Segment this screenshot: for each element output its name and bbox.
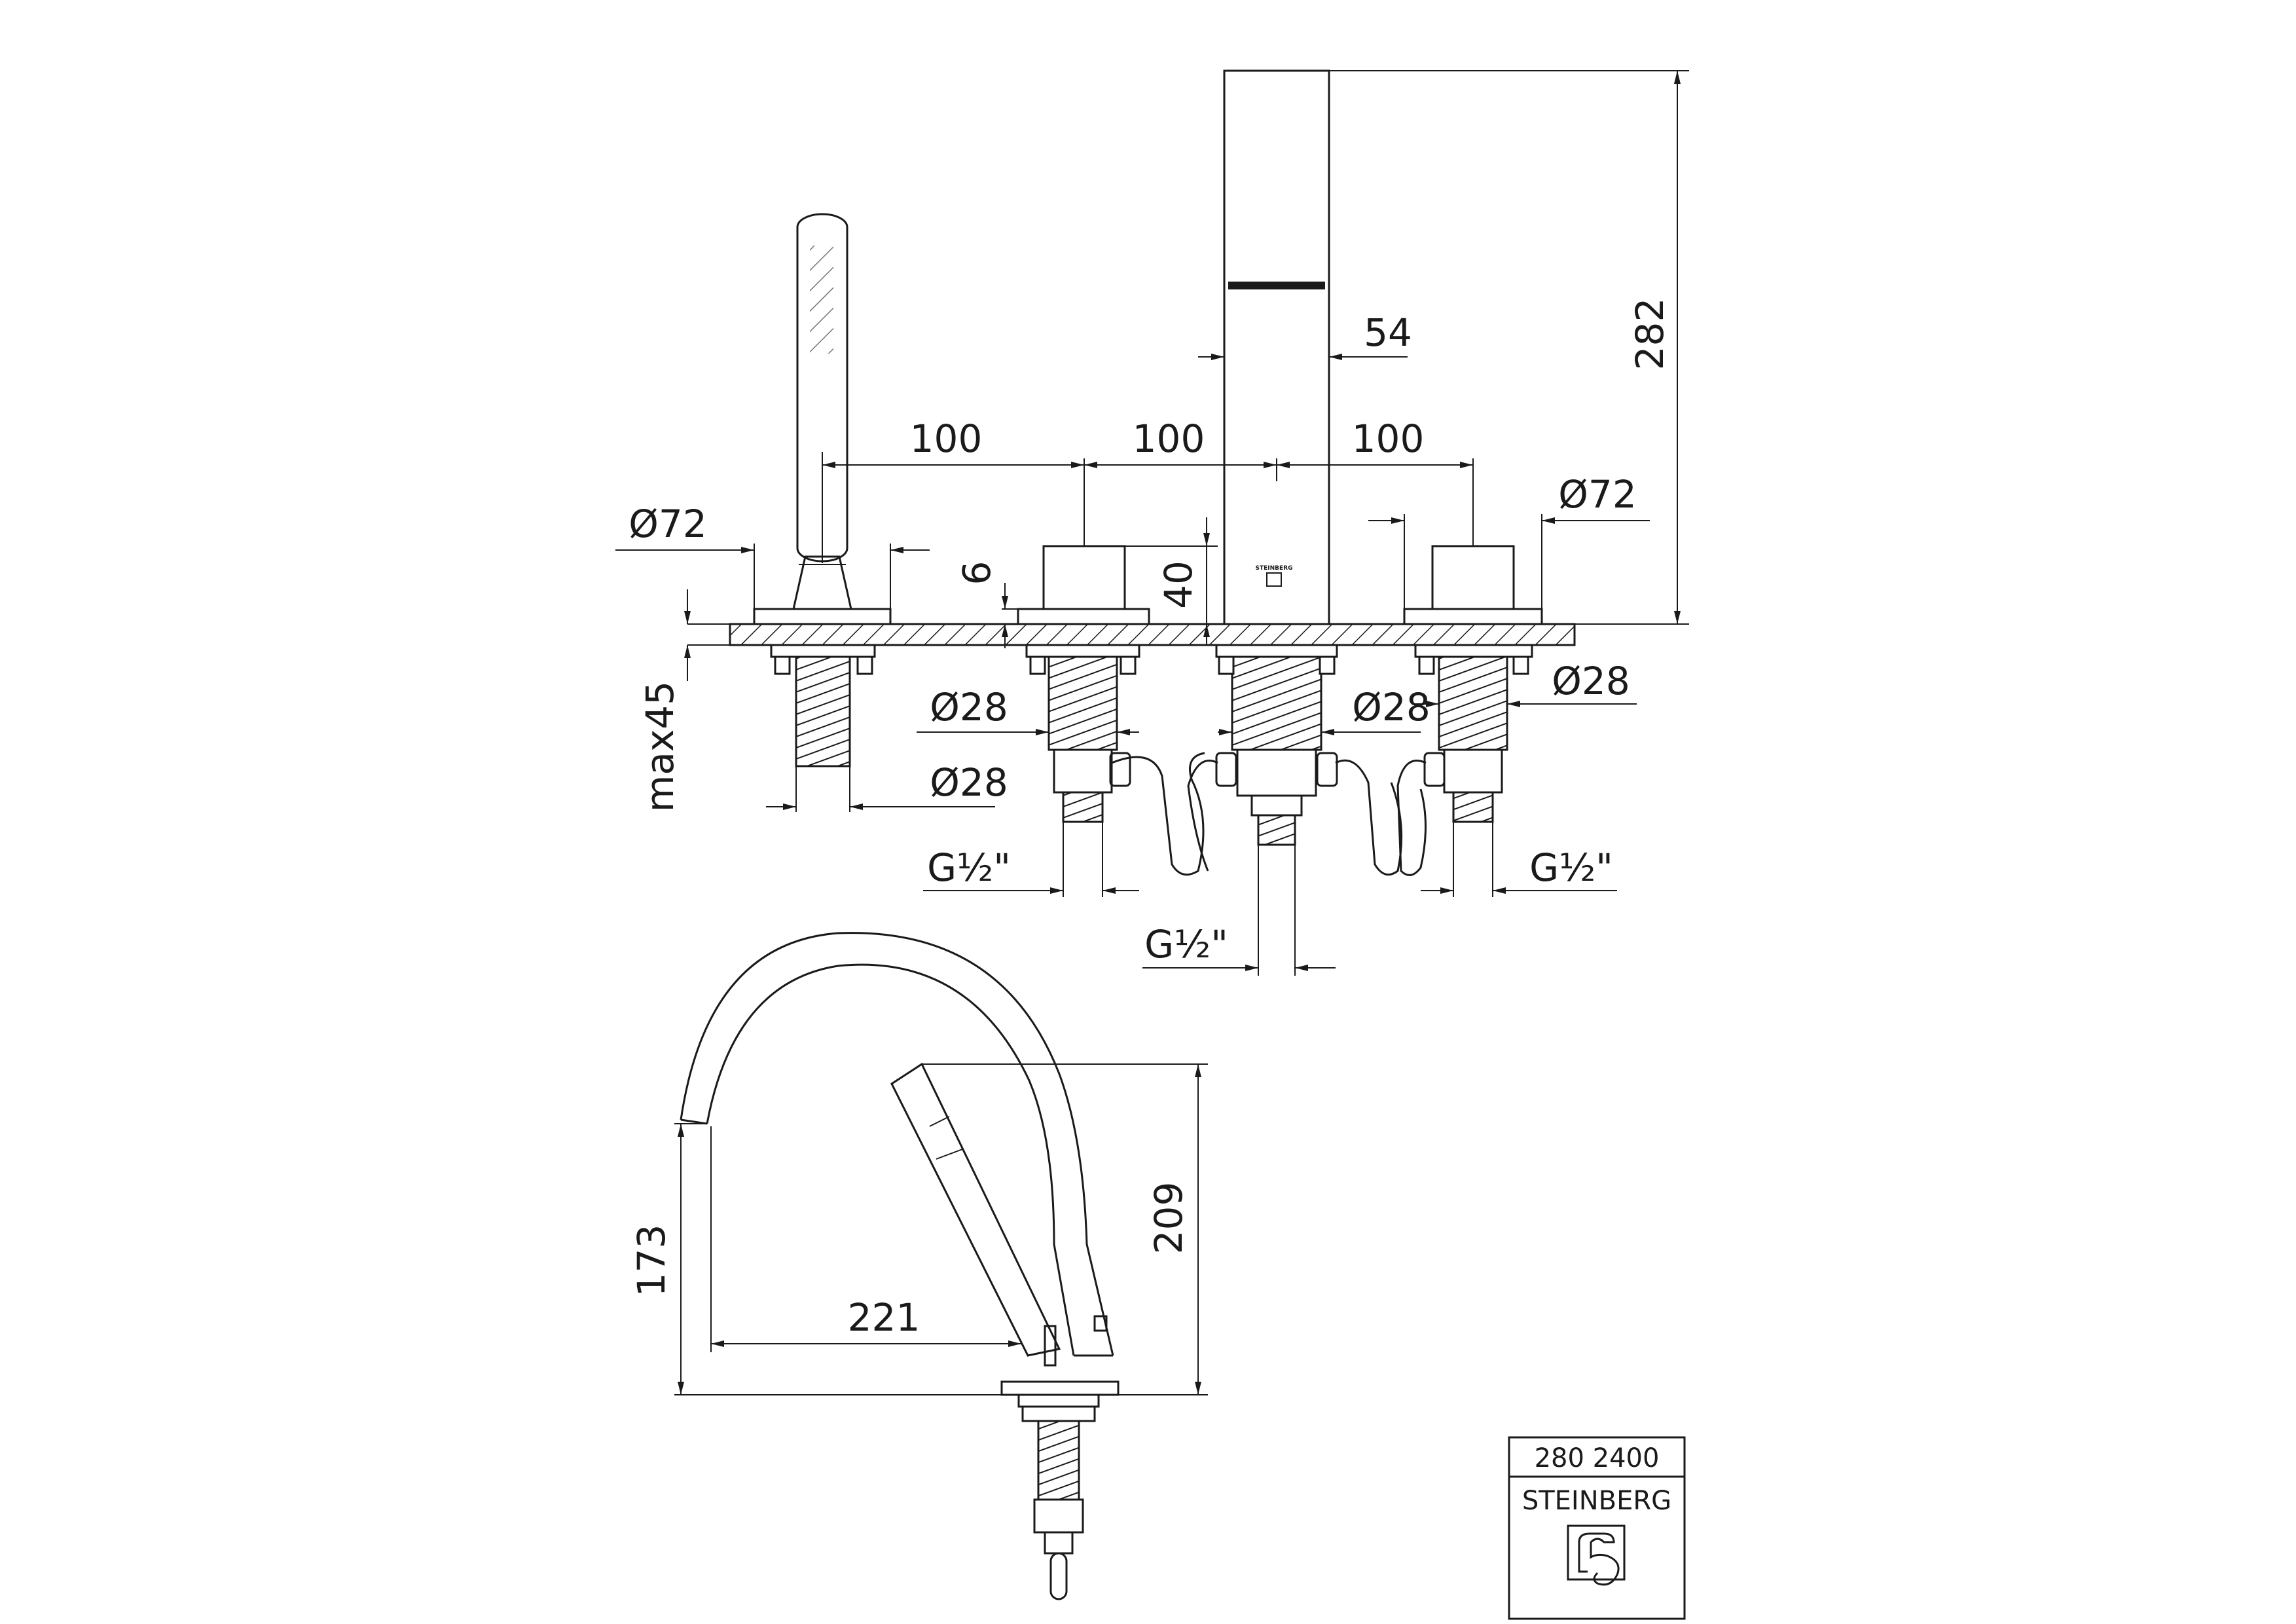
steinberg-logo-icon — [1567, 1524, 1626, 1586]
dim-deck-max: max45 — [638, 681, 682, 812]
side-dimension-lines — [674, 1063, 1208, 1395]
left-handle — [1017, 545, 1150, 625]
deck-plate — [729, 623, 1576, 646]
under-deck-fittings — [770, 644, 1533, 876]
dim-rose-right: Ø72 — [1558, 472, 1636, 517]
dim-shaft-4: Ø28 — [1552, 659, 1630, 703]
dim-rose-height: 40 — [1156, 561, 1201, 609]
dim-shaft-3: Ø28 — [1352, 685, 1430, 729]
dim-spout-width: 54 — [1364, 310, 1412, 355]
dim-thread-left: G½" — [927, 845, 1011, 890]
front-view: STEINBERG — [615, 69, 1689, 976]
dim-plate-thickness: 6 — [955, 561, 999, 585]
dim-thread-right: G½" — [1529, 845, 1613, 890]
dim-side-outlet-height: 173 — [629, 1225, 674, 1297]
spout-logo-text: STEINBERG — [1256, 565, 1293, 572]
front-dimension-lines — [615, 70, 1689, 976]
brand-name: STEINBERG — [1522, 1486, 1671, 1516]
side-hand-shower — [890, 1062, 1061, 1357]
title-block: 280 2400 STEINBERG — [1508, 1436, 1686, 1620]
gooseneck-spout — [706, 963, 1075, 1356]
dim-side-total-height: 209 — [1146, 1182, 1191, 1255]
dim-shaft-2: Ø28 — [930, 760, 1008, 805]
article-number: 280 2400 — [1535, 1443, 1660, 1473]
dim-spacing-right: 100 — [1352, 416, 1425, 461]
dim-thread-center: G½" — [1144, 922, 1228, 967]
dim-spout-height: 282 — [1628, 298, 1672, 371]
hand-shower — [753, 213, 892, 625]
dim-rose-left: Ø72 — [629, 502, 706, 546]
side-base-plate — [1000, 1380, 1120, 1396]
dim-side-reach: 221 — [848, 1295, 920, 1340]
spout-column: STEINBERG — [1223, 69, 1330, 625]
dim-shaft-1: Ø28 — [930, 685, 1008, 729]
front-dimension-texts: 100 100 100 54 282 Ø72 Ø72 40 6 max45 Ø2… — [629, 298, 1672, 967]
right-handle — [1403, 545, 1543, 625]
side-view: 173 209 221 — [629, 932, 1208, 1600]
dim-spacing-middle: 100 — [1133, 416, 1205, 461]
dim-spacing-left: 100 — [910, 416, 983, 461]
